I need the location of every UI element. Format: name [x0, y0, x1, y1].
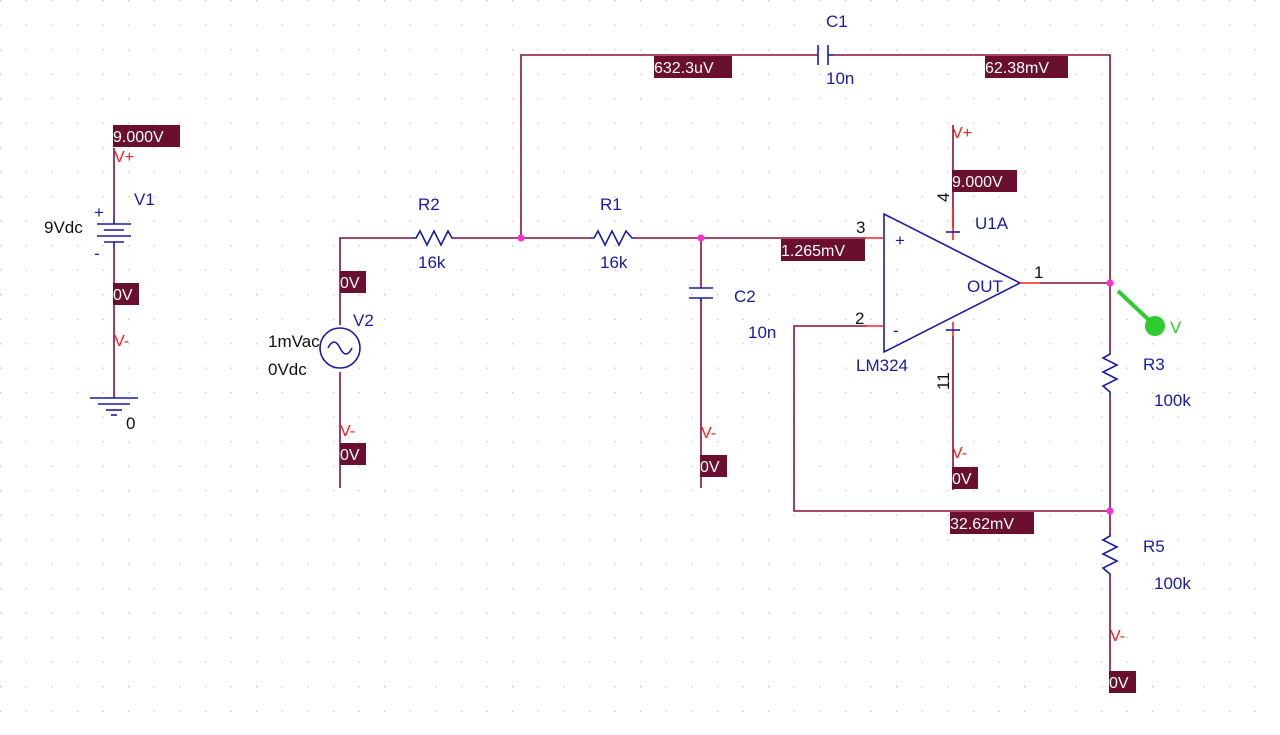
vtag-opamp-vminus-text: 0V [952, 471, 972, 488]
opamp-out-label: OUT [967, 277, 1003, 296]
v1-name: V1 [134, 190, 155, 209]
vtag-v1-bottom-text: 0V [113, 287, 133, 304]
v2-vminus-label: V- [340, 423, 355, 440]
v2-name: V2 [353, 311, 374, 330]
battery-plus-sign: + [94, 203, 104, 222]
resistor-r5[interactable]: R5 100k [1101, 532, 1191, 593]
opamp-pin11: 11 [934, 372, 953, 390]
capacitor-c1[interactable]: C1 10n [817, 12, 854, 88]
c2-name: C2 [734, 287, 756, 306]
vtag-opamp-vplus-text: 9.000V [952, 174, 1003, 191]
vtag-v2-top-text: 0V [340, 275, 360, 292]
opamp-u1a[interactable]: + - OUT U1A LM324 [856, 208, 1040, 375]
v2-dc-value: 0Vdc [268, 360, 307, 379]
vtag-v2-bottom: 0V [340, 443, 366, 465]
c2-value: 10n [748, 323, 776, 342]
vtag-v1-top: 9.000V [113, 125, 180, 147]
wires [113, 54, 1111, 690]
opamp-pin1: 1 [1034, 263, 1043, 282]
c1-name: C1 [826, 12, 848, 31]
voltage-probe[interactable]: V [1116, 289, 1182, 337]
vtag-r5-bottom: 0V [1109, 671, 1136, 693]
wire-v2-to-r2[interactable] [339, 237, 412, 325]
vtag-c1-right-text: 62.38mV [985, 60, 1049, 77]
vtag-c1-left: 632.3uV [654, 56, 732, 78]
vtag-v2-top: 0V [340, 271, 366, 293]
c2-vminus-label: V- [701, 425, 716, 442]
r1-name: R1 [600, 195, 622, 214]
vtag-v1-bottom: 0V [113, 283, 139, 305]
source-v1[interactable]: + - V1 9Vdc [44, 190, 155, 263]
capacitor-c2[interactable]: C2 10n [689, 287, 776, 342]
vtag-opamp-vplus: 9.000V [952, 170, 1017, 192]
opamp-vplus-label: V+ [952, 125, 972, 142]
opamp-part: LM324 [856, 356, 908, 375]
r3-name: R3 [1143, 355, 1165, 374]
r5-value: 100k [1154, 574, 1191, 593]
junction-dot [697, 234, 705, 242]
wire-c1-right[interactable] [834, 54, 1111, 350]
opamp-vminus-label: V- [952, 445, 967, 462]
r5-vminus-label: V- [1110, 628, 1125, 645]
ground-label: 0 [126, 414, 135, 433]
ground-symbol[interactable]: 0 [90, 397, 138, 433]
vtag-feedback: 32.62mV [950, 512, 1034, 534]
vtag-c2-bottom: 0V [700, 455, 727, 477]
r1-value: 16k [600, 253, 628, 272]
voltage-tags: 9.000V 0V 0V 0V 632.3uV 62.38mV 1.265mV [113, 56, 1136, 693]
vtag-c2-bottom-text: 0V [700, 459, 720, 476]
battery-minus-sign: - [94, 244, 100, 263]
resistor-r2[interactable]: R2 16k [412, 195, 454, 272]
junction-dot [1106, 279, 1114, 287]
r3-value: 100k [1154, 391, 1191, 410]
opamp-plus-sign: + [895, 231, 905, 250]
vtag-r5-bottom-text: 0V [1109, 675, 1129, 692]
wire-c1-left[interactable] [520, 54, 818, 238]
opamp-pin2: 2 [855, 309, 864, 328]
probe-label: V [1170, 318, 1182, 337]
resistor-r1[interactable]: R1 16k [590, 195, 636, 272]
source-v2[interactable]: V2 1mVac 0Vdc [268, 311, 374, 379]
v2-ac-value: 1mVac [268, 332, 320, 351]
c1-value: 10n [826, 69, 854, 88]
v1-value: 9Vdc [44, 218, 83, 237]
vtag-v2-bottom-text: 0V [340, 447, 360, 464]
r5-name: R5 [1143, 537, 1165, 556]
vtag-feedback-text: 32.62mV [950, 516, 1014, 533]
vtag-c1-right: 62.38mV [985, 56, 1068, 78]
vtag-opamp-vminus: 0V [952, 467, 978, 489]
resistor-r3[interactable]: R3 100k [1101, 350, 1191, 410]
junction-dot [517, 234, 525, 242]
r2-name: R2 [418, 195, 440, 214]
v1-vminus-label: V- [114, 333, 129, 350]
junction-dot [1106, 507, 1114, 515]
r2-value: 16k [418, 253, 446, 272]
wire-neg-feedback[interactable] [793, 325, 1110, 512]
vtag-opamp-in: 1.265mV [781, 239, 865, 261]
vtag-c1-left-text: 632.3uV [654, 60, 714, 77]
vtag-opamp-in-text: 1.265mV [781, 243, 845, 260]
opamp-minus-sign: - [893, 321, 899, 340]
opamp-pin3: 3 [856, 218, 865, 237]
opamp-pin4: 4 [934, 193, 953, 202]
vtag-v1-top-text: 9.000V [113, 129, 164, 146]
opamp-name: U1A [975, 214, 1009, 233]
v1-vplus-label: V+ [114, 149, 134, 166]
junctions [517, 234, 1114, 515]
